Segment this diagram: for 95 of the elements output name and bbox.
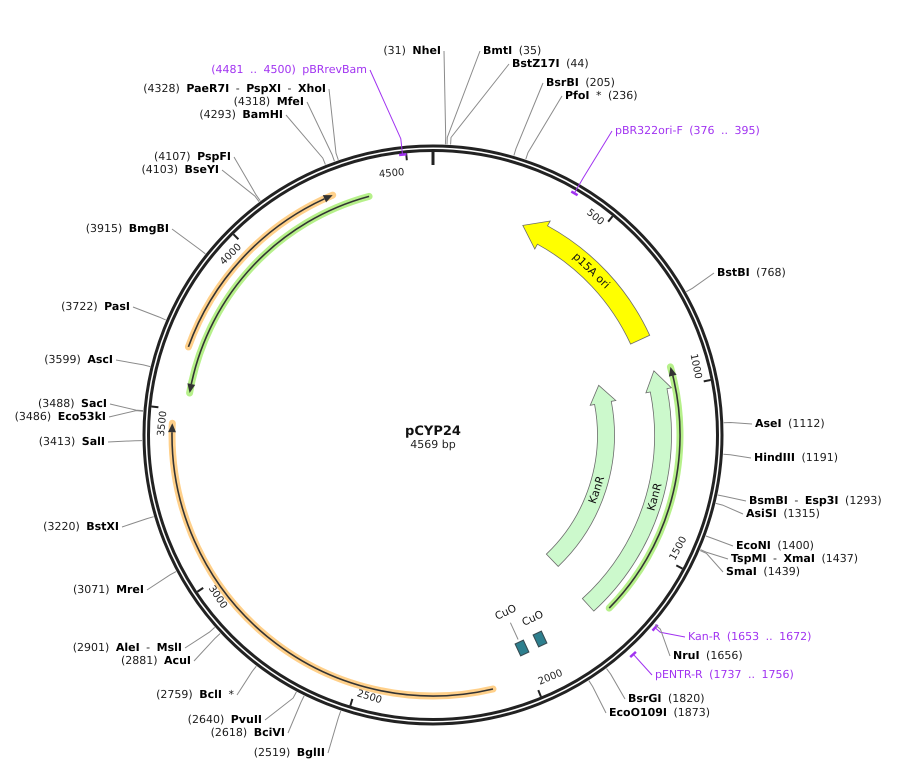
restriction-site-label: (3486) Eco53kI xyxy=(14,411,106,423)
restriction-site-label: (4107) PspFI xyxy=(154,151,231,163)
operator-box xyxy=(532,630,548,648)
leader-line xyxy=(606,668,626,700)
restriction-site-label: AseI (1112) xyxy=(755,418,825,430)
leader-line xyxy=(525,96,562,160)
leader-line xyxy=(510,622,519,640)
restriction-site-label: SmaI (1439) xyxy=(726,566,800,578)
primer-label: pBR322ori-F (376 .. 395) xyxy=(615,125,760,137)
gene-feature xyxy=(545,384,617,568)
tick-label: 3500 xyxy=(156,410,170,438)
tick-label: 500 xyxy=(583,208,606,229)
restriction-site-label: HindIII (1191) xyxy=(754,452,838,464)
leader-line xyxy=(234,156,261,202)
primer-label: pENTR-R (1737 .. 1756) xyxy=(655,669,794,681)
leader-line xyxy=(632,654,652,676)
restriction-site-label: (3220) BstXI xyxy=(43,521,119,533)
tick-label: 2000 xyxy=(536,668,565,689)
restriction-site-label: EcoNI (1400) xyxy=(736,540,814,552)
leader-line xyxy=(108,410,144,418)
restriction-site-label: (3488) SacI xyxy=(38,398,107,410)
restriction-site-label: (4318) MfeI xyxy=(234,96,304,108)
plasmid-name: pCYP24 xyxy=(405,424,461,439)
leader-line xyxy=(715,502,744,514)
leader-line xyxy=(705,536,734,546)
restriction-site-label: (4293) BamHI xyxy=(199,109,283,121)
leader-line xyxy=(194,633,221,662)
leader-line xyxy=(132,306,166,320)
leader-line xyxy=(717,494,746,502)
tick-label: 4500 xyxy=(378,166,406,181)
restriction-site-label: EcoO109I (1873) xyxy=(609,707,710,719)
restriction-site-label: BsmBI - Esp3I (1293) xyxy=(749,495,882,507)
leader-line xyxy=(328,710,342,754)
leader-line xyxy=(446,50,480,145)
leader-line xyxy=(723,422,752,424)
tick-label: 2500 xyxy=(356,688,384,708)
leader-line xyxy=(222,170,260,202)
leader-line xyxy=(116,360,151,368)
restriction-site-label: (2901) AleI - MslI xyxy=(72,642,182,654)
restriction-site-label: (4328) PaeR7I - PspXI - XhoI xyxy=(143,83,326,95)
leader-line xyxy=(513,82,544,156)
restriction-site-label: (3599) AscI xyxy=(44,354,113,366)
operator-label: CuO xyxy=(520,609,546,629)
leader-line xyxy=(654,624,670,656)
restriction-site-label: NruI (1656) xyxy=(673,650,743,662)
primer-label: Kan-R (1653 .. 1672) xyxy=(688,631,812,643)
restriction-site-label: PfoI* (236) xyxy=(565,90,638,102)
leader-line xyxy=(686,272,714,292)
leader-line xyxy=(108,440,143,442)
leader-line xyxy=(722,454,752,458)
leader-line xyxy=(370,70,403,156)
leader-line xyxy=(288,695,305,734)
leader-line xyxy=(122,516,154,528)
leader-line xyxy=(574,130,612,194)
leader-line xyxy=(700,550,724,572)
restriction-site-label: (3915) BmgBI xyxy=(86,223,169,235)
tick-label: 1000 xyxy=(686,353,704,380)
leader-line xyxy=(146,571,177,590)
leader-line xyxy=(264,691,297,720)
restriction-site-label: (4103) BseYI xyxy=(141,164,219,176)
restriction-site-label: (31) NheI xyxy=(383,45,441,57)
leader-line xyxy=(306,102,335,162)
restriction-site-label: BsrGI (1820) xyxy=(628,693,705,705)
restriction-site-label: (3722) PasI xyxy=(61,301,130,313)
leader-line xyxy=(172,228,206,254)
leader-line xyxy=(236,666,257,696)
leader-line xyxy=(184,626,216,648)
operator-box xyxy=(514,640,530,656)
restriction-site-label: (2519) BglII xyxy=(254,747,325,759)
primer-label: (4481 .. 4500) pBRrevBam xyxy=(211,64,367,76)
restriction-site-label: TspMI - XmaI (1437) xyxy=(731,553,858,565)
leader-line xyxy=(444,50,446,145)
restriction-site-label: BstBI (768) xyxy=(717,267,786,279)
restriction-site-label: BmtI (35) xyxy=(483,45,542,57)
feature-label: KanR xyxy=(644,482,664,512)
restriction-site-label: (2759) BclI* xyxy=(156,689,234,701)
feature-label: KanR xyxy=(586,474,608,506)
leader-line xyxy=(588,680,606,714)
restriction-site-label: AsiSI (1315) xyxy=(746,508,820,520)
leader-line xyxy=(110,404,144,412)
operator-label: CuO xyxy=(494,603,518,623)
leader-line xyxy=(286,114,326,166)
restriction-site-label: (3071) MreI xyxy=(72,584,144,596)
restriction-site-label: (3413) SalI xyxy=(38,436,105,448)
plasmid-size: 4569 bp xyxy=(410,439,456,451)
leader-line xyxy=(328,88,339,160)
restriction-site-label: BsrBI (205) xyxy=(546,77,615,89)
leader-line xyxy=(450,64,510,145)
leader-line xyxy=(654,627,686,638)
restriction-site-label: (2881) AcuI xyxy=(120,655,191,667)
tick-label: 1500 xyxy=(667,534,690,562)
restriction-site-label: (2640) PvuII xyxy=(188,714,262,726)
leader-line xyxy=(700,549,728,560)
restriction-site-label: BstZ17I (44) xyxy=(512,58,589,70)
restriction-site-label: (2618) BciVI xyxy=(210,727,285,739)
